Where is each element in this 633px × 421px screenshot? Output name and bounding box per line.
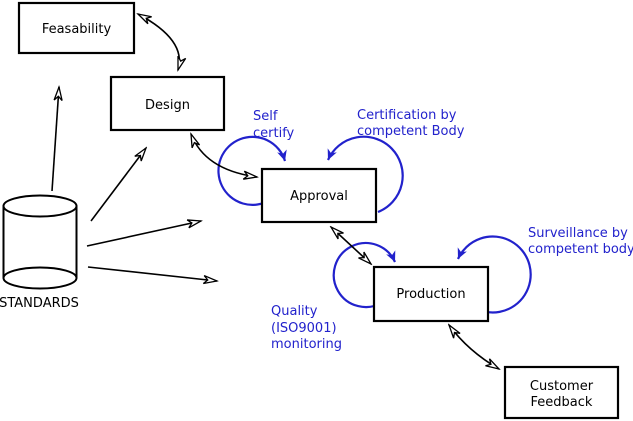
design-label: Design bbox=[145, 98, 190, 113]
approval-rect bbox=[260, 167, 378, 224]
design-rect bbox=[109, 75, 226, 132]
design-box: Design bbox=[109, 75, 226, 132]
certification-label-line1: Certification by bbox=[357, 108, 457, 123]
cylinder-bottom bbox=[2, 266, 78, 290]
customer-feedback-box: Customer Feedback bbox=[503, 365, 620, 420]
feasability-box: Feasability bbox=[17, 1, 136, 55]
production-label: Production bbox=[396, 287, 465, 302]
arrow-approval-production bbox=[331, 227, 371, 264]
self-certify-label-line2: certify bbox=[253, 126, 295, 141]
arrow-standards-to-feasability bbox=[51, 87, 59, 192]
arrow-standards-to-approval bbox=[86, 221, 201, 247]
surveillance-label-line2: competent body bbox=[528, 242, 633, 257]
feasability-label: Feasability bbox=[42, 22, 112, 37]
standards-datastore: STANDARDS bbox=[0, 194, 79, 311]
feasability-rect bbox=[17, 1, 136, 55]
certification-label-line2: competent Body bbox=[357, 124, 465, 139]
surveillance-loop bbox=[456, 235, 532, 314]
certification-annotation: Certification by competent Body bbox=[357, 108, 465, 139]
quality-label-line1: Quality bbox=[271, 304, 318, 319]
arrow-standards-to-production bbox=[87, 266, 217, 281]
customer-feedback-rect bbox=[503, 365, 620, 420]
production-box: Production bbox=[372, 265, 490, 323]
arrow-standards-to-design bbox=[90, 148, 146, 222]
self-certify-label-line1: Self bbox=[253, 109, 278, 124]
standards-label: STANDARDS bbox=[0, 296, 79, 311]
surveillance-annotation: Surveillance by competent body bbox=[528, 226, 633, 257]
self-certify-annotation: Self certify bbox=[253, 109, 295, 141]
quality-label-line3: monitoring bbox=[271, 337, 342, 352]
certification-loop bbox=[326, 135, 404, 214]
quality-monitoring-annotation: Quality (ISO9001) monitoring bbox=[271, 304, 342, 352]
customer-feedback-label-line1: Customer bbox=[530, 379, 594, 394]
arrow-feasability-design bbox=[138, 14, 179, 70]
approval-box: Approval bbox=[260, 167, 378, 224]
production-rect bbox=[372, 265, 490, 323]
customer-feedback-label-line2: Feedback bbox=[531, 395, 593, 410]
approval-label: Approval bbox=[290, 189, 348, 204]
quality-label-line2: (ISO9001) bbox=[271, 321, 337, 336]
arrow-design-approval bbox=[191, 134, 257, 177]
cylinder-top bbox=[2, 194, 78, 218]
surveillance-label-line1: Surveillance by bbox=[528, 226, 628, 241]
arrow-production-customer-feedback bbox=[449, 325, 499, 369]
quality-monitoring-loop bbox=[332, 241, 397, 309]
